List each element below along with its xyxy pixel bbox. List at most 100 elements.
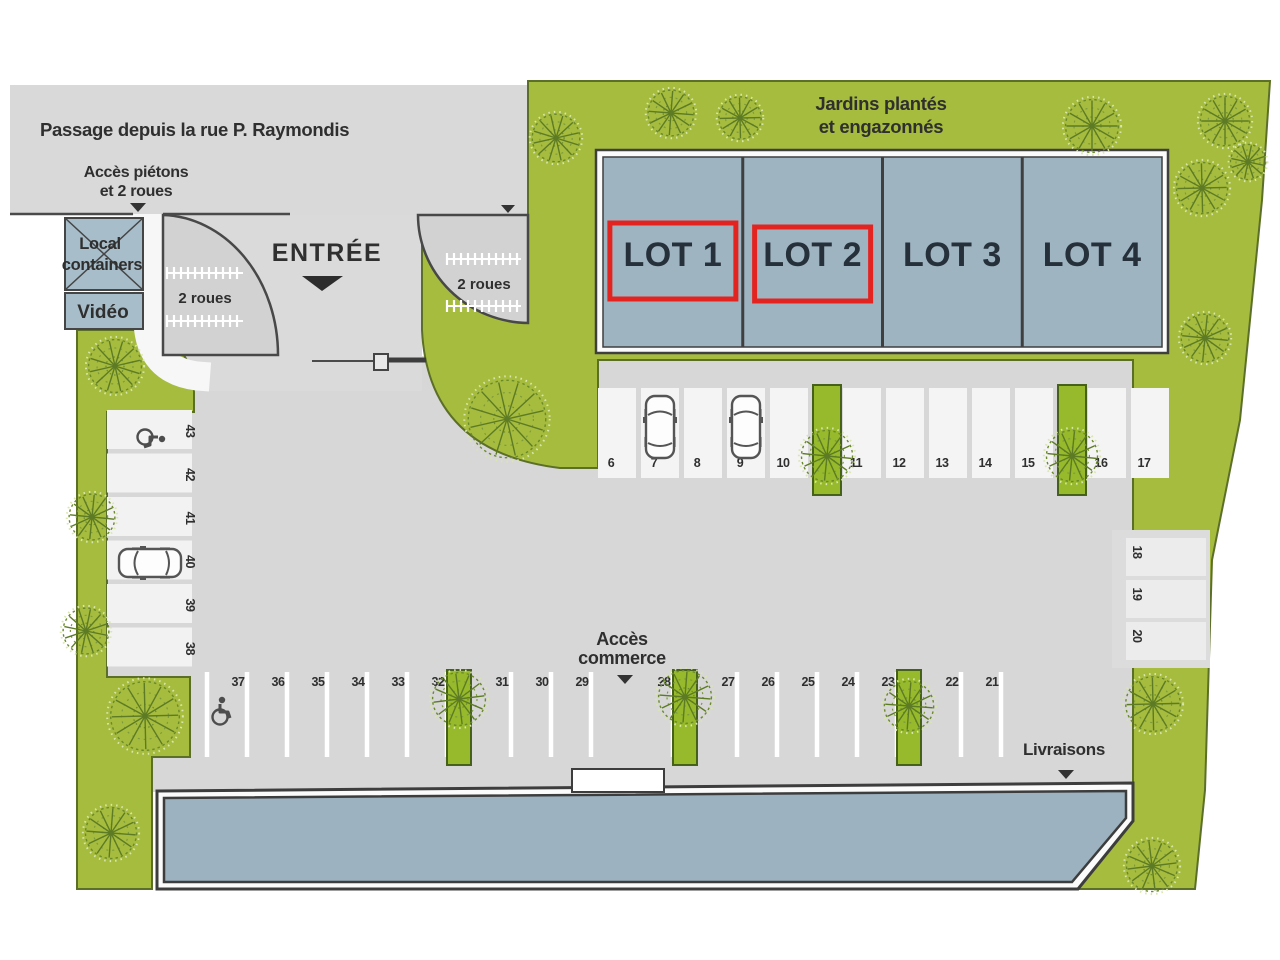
parking-right-column: 18 19 20: [1126, 538, 1206, 660]
wheelchair-icon: [136, 428, 166, 449]
tree-icon: [654, 666, 716, 728]
lot-4-label: LOT 4: [1043, 236, 1142, 274]
lot-1-highlight: [607, 220, 739, 302]
space-number-30: 30: [536, 675, 549, 689]
parking-space-13: [929, 388, 967, 478]
space-number-14: 14: [979, 456, 992, 470]
tree-icon: [463, 375, 551, 463]
space-number-38: 38: [183, 642, 197, 655]
tree-icon: [1177, 310, 1233, 366]
space-number-7: 7: [651, 456, 658, 470]
space-number-21: 21: [986, 675, 999, 689]
space-number-23: 23: [882, 675, 895, 689]
lot-1-label: LOT 1: [623, 236, 722, 274]
deliveries-label: Livraisons: [1023, 740, 1105, 759]
commerce-access-label-line1: Accès: [596, 629, 648, 649]
parked-cars: [117, 394, 763, 580]
space-number-6: 6: [608, 456, 615, 470]
space-number-41: 41: [183, 512, 197, 525]
space-number-22: 22: [946, 675, 959, 689]
space-number-34: 34: [352, 675, 365, 689]
deliveries-arrow-icon: [1058, 770, 1074, 779]
space-number-17: 17: [1138, 456, 1151, 470]
tree-icon: [59, 604, 113, 658]
lot-2-highlight: [752, 224, 874, 304]
space-number-16: 16: [1095, 456, 1108, 470]
commerce-access-arrow-icon: [617, 675, 633, 684]
tree-icon: [106, 677, 184, 755]
space-number-11: 11: [850, 456, 863, 470]
parking-space-11: [843, 388, 881, 478]
tree-icon: [1061, 95, 1123, 157]
entrance-barrier: [312, 353, 426, 371]
space-number-24: 24: [842, 675, 855, 689]
entrance-label: ENTRÉE: [272, 238, 382, 267]
tree-icon: [84, 335, 146, 397]
lot-2-label: LOT 2: [763, 236, 862, 274]
commerce-access-label-line2: commerce: [578, 648, 666, 668]
pedestrian-access-label-line1: Accès piétons: [84, 164, 189, 181]
tree-icon: [644, 86, 698, 140]
pedestrian-access-arrow-icon: [130, 203, 146, 212]
containers-label-line1: Local: [79, 235, 121, 253]
space-number-19: 19: [1130, 588, 1144, 601]
car-icon: [117, 546, 183, 580]
tree-icon: [715, 93, 765, 143]
space-number-20: 20: [1130, 630, 1144, 643]
space-number-40: 40: [183, 555, 197, 568]
parking-space-14: [972, 388, 1010, 478]
space-number-28: 28: [658, 675, 671, 689]
parking-space-17: [1131, 388, 1169, 478]
space-number-12: 12: [893, 456, 906, 470]
tree-icon: [1172, 158, 1232, 218]
planted-strip: [1057, 384, 1087, 496]
space-number-25: 25: [802, 675, 815, 689]
space-number-18: 18: [1130, 546, 1144, 559]
wheelchair-icon: [211, 696, 232, 726]
parking-space-8: [684, 388, 722, 478]
parking-space-12: [886, 388, 924, 478]
parking-space-15: [1015, 388, 1053, 478]
tree-icon: [528, 110, 584, 166]
tree-icon: [65, 490, 119, 544]
parking-space-18: [1126, 538, 1206, 576]
space-number-42: 42: [183, 468, 197, 481]
lot-3-label: LOT 3: [903, 236, 1002, 274]
parking-space-20: [1126, 622, 1206, 660]
passage-label: Passage depuis la rue P. Raymondis: [40, 119, 349, 140]
bike-area-right-label: 2 roues: [457, 276, 510, 293]
space-number-9: 9: [737, 456, 744, 470]
bike-hatching: [165, 253, 521, 327]
pedestrian-access-label-line2: et 2 roues: [100, 183, 173, 200]
space-number-37: 37: [232, 675, 245, 689]
parking-space-10: [770, 388, 808, 478]
space-number-39: 39: [183, 599, 197, 612]
parking-space-38: [107, 627, 192, 667]
space-number-8: 8: [694, 456, 701, 470]
containers-label-line2: containers: [62, 256, 143, 274]
video-label: Vidéo: [77, 302, 128, 323]
space-number-26: 26: [762, 675, 775, 689]
parking-space-41: [107, 497, 192, 536]
tree-icon: [797, 426, 857, 486]
tree-icon: [1227, 141, 1269, 183]
space-number-36: 36: [272, 675, 285, 689]
space-number-43: 43: [183, 425, 197, 438]
parking-space-6: [598, 388, 636, 478]
video-box: [64, 292, 144, 330]
space-number-31: 31: [496, 675, 509, 689]
parking-space-16: [1088, 388, 1126, 478]
space-number-35: 35: [312, 675, 325, 689]
pedestrian-path: [133, 214, 212, 392]
tree-icon: [81, 803, 141, 863]
lots-block: LOT 1 LOT 2 LOT 3 LOT 4: [594, 148, 1170, 355]
space-number-33: 33: [392, 675, 405, 689]
parking-space-42: [107, 453, 192, 493]
commerce-building: [155, 781, 1135, 891]
entrance-arrow-icon: [302, 276, 343, 291]
space-number-29: 29: [576, 675, 589, 689]
bike-area-left-label: 2 roues: [178, 290, 231, 307]
car-icon: [643, 394, 677, 460]
street-passage-area: [10, 85, 530, 215]
